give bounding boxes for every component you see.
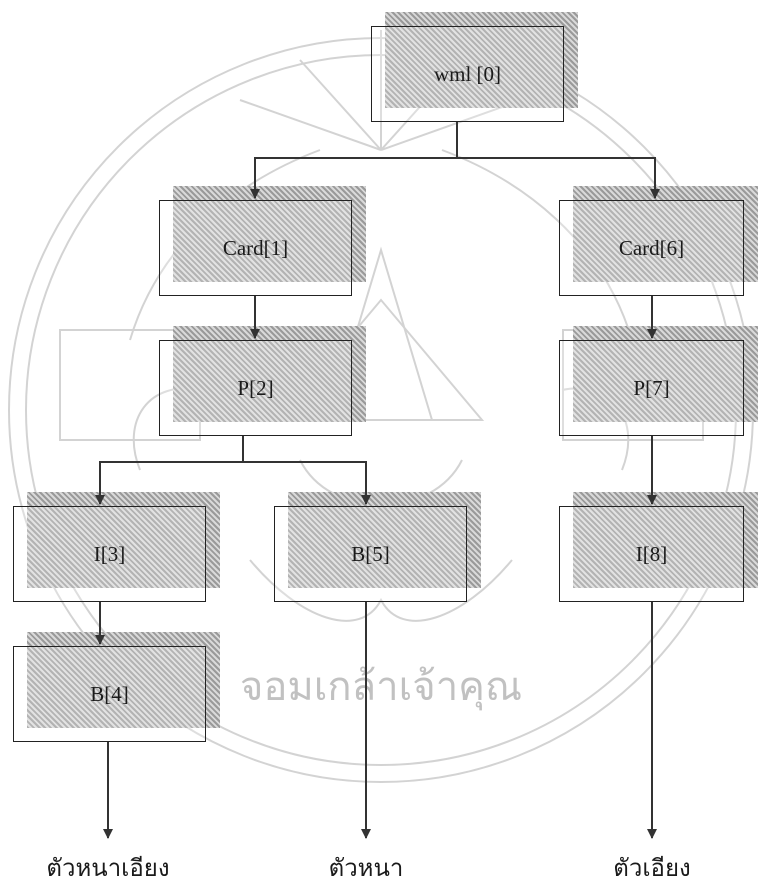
node-b-4: B[4] — [13, 646, 206, 742]
node-i-8: I[8] — [559, 506, 744, 602]
node-label: I[8] — [636, 542, 667, 567]
leaf-bold: ตัวหนา — [329, 848, 404, 887]
node-label: Card[6] — [619, 236, 684, 261]
node-card-6: Card[6] — [559, 200, 744, 296]
node-label: I[3] — [94, 542, 125, 567]
node-label: B[4] — [90, 682, 129, 707]
node-p-7: P[7] — [559, 340, 744, 436]
node-label: P[2] — [237, 376, 273, 401]
node-i-3: I[3] — [13, 506, 206, 602]
node-p-2: P[2] — [159, 340, 352, 436]
node-b-5: B[5] — [274, 506, 467, 602]
node-card-1: Card[1] — [159, 200, 352, 296]
leaf-italic: ตัวเอียง — [613, 848, 690, 887]
node-label: Card[1] — [223, 236, 288, 261]
node-wml: wml [0] — [371, 26, 564, 122]
svg-text:จอมเกล้าเจ้าคุณ: จอมเกล้าเจ้าคุณ — [240, 664, 522, 711]
node-label: P[7] — [633, 376, 669, 401]
node-label: B[5] — [351, 542, 390, 567]
node-label: wml [0] — [434, 62, 501, 87]
leaf-bold-italic: ตัวหนาเอียง — [46, 848, 169, 887]
